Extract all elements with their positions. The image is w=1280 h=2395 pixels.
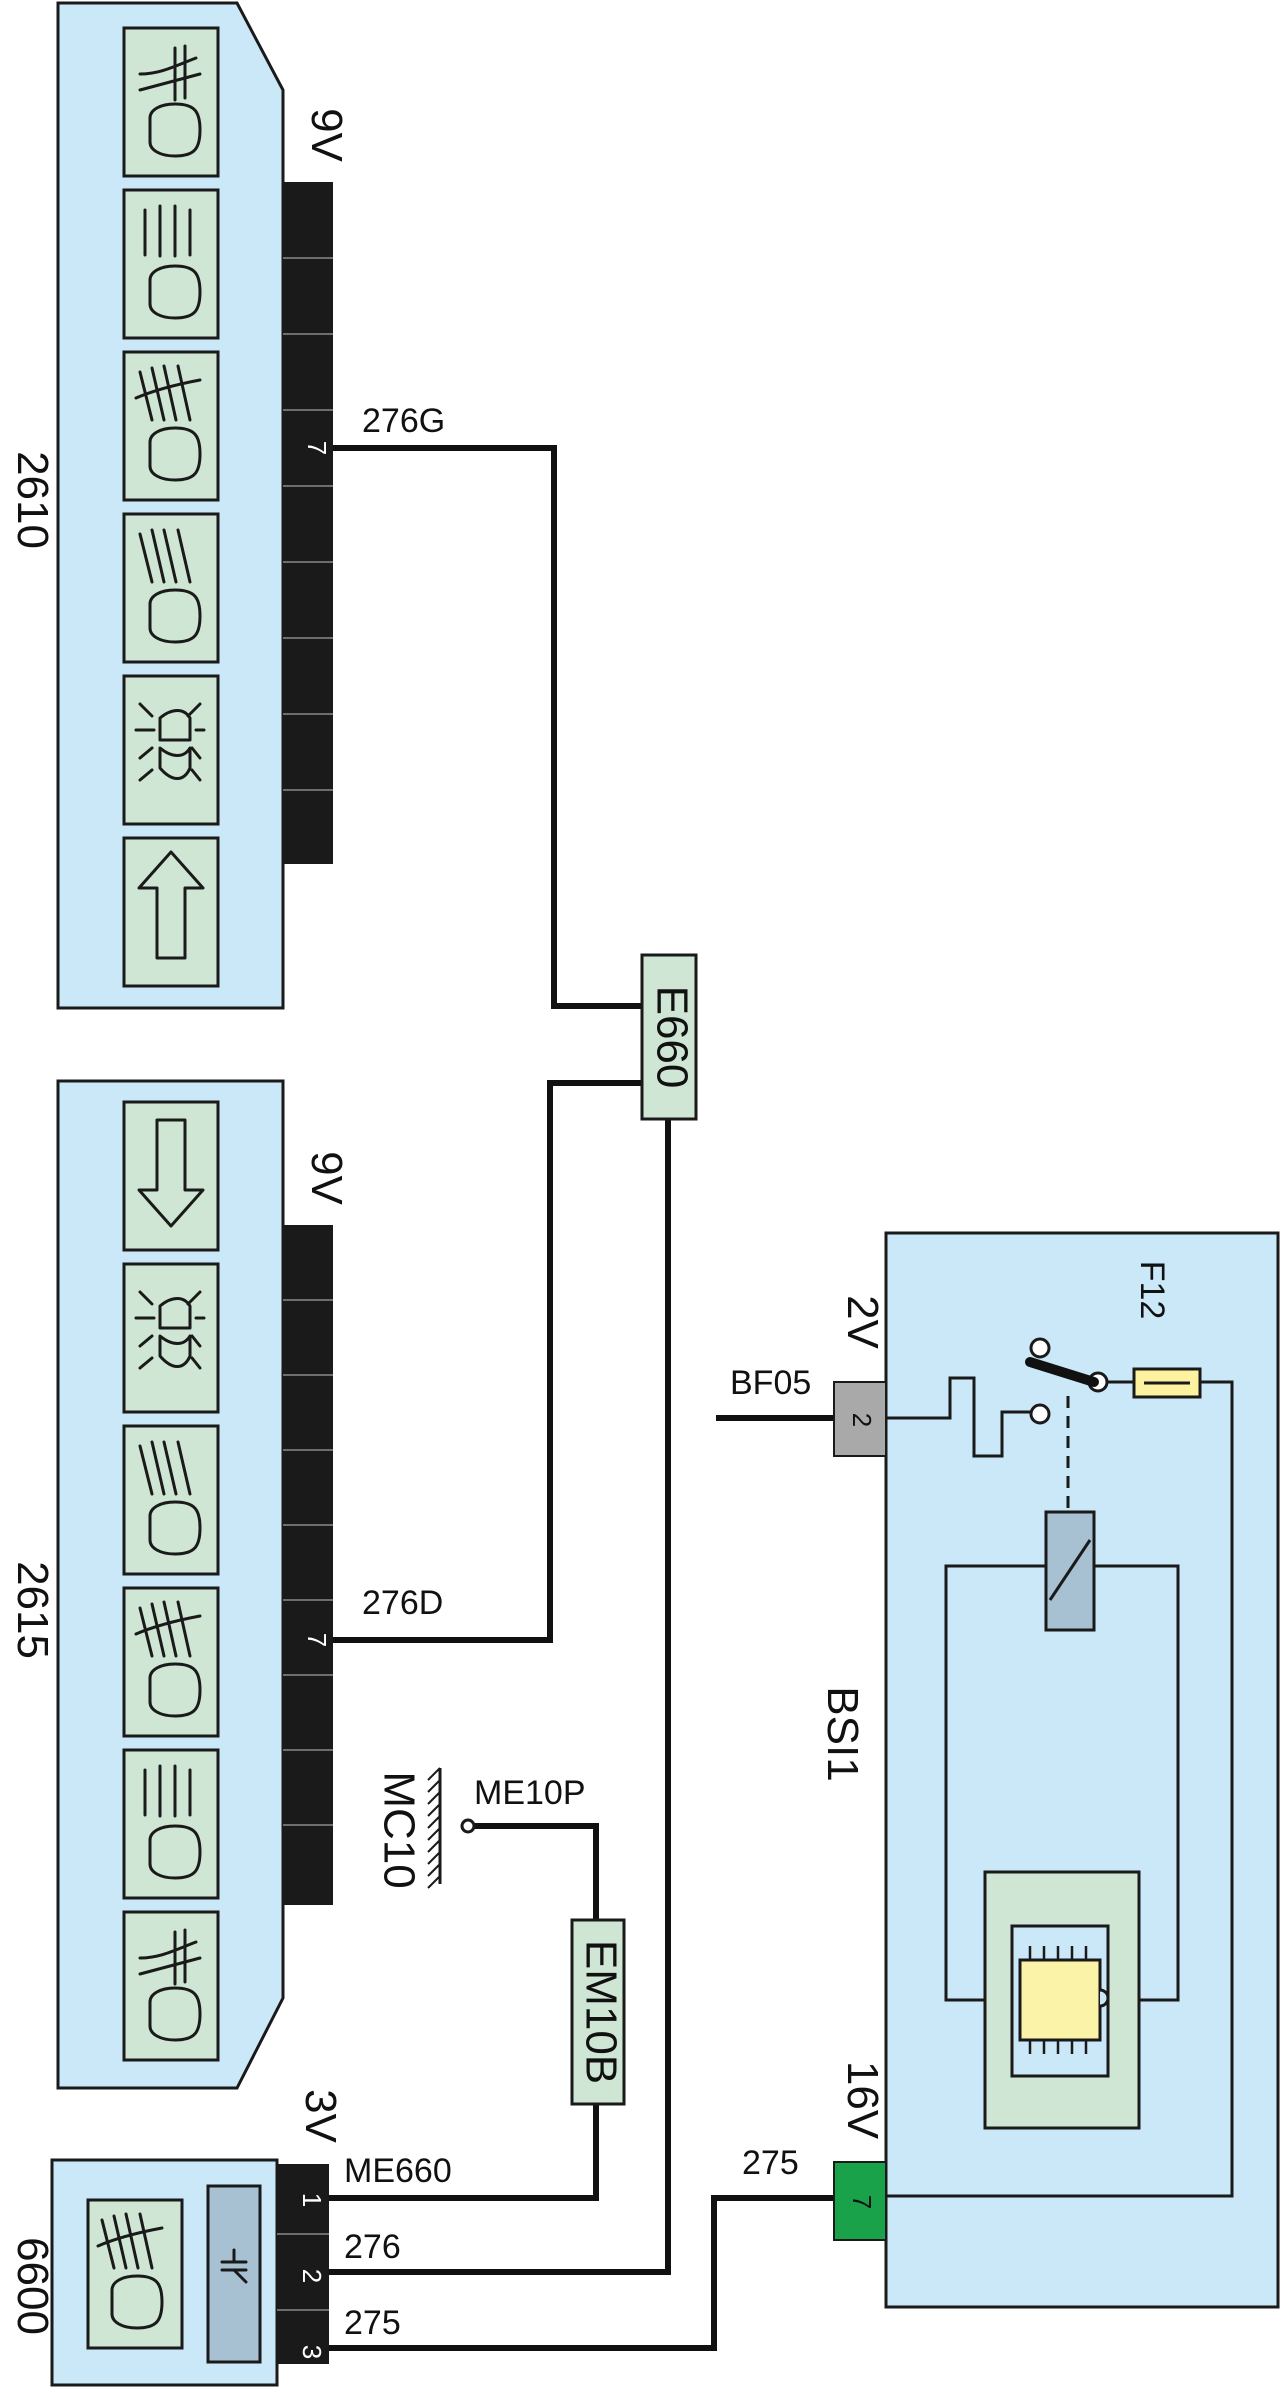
cell-dipped-2610 bbox=[122, 188, 220, 340]
wire-label-276: 276 bbox=[344, 2228, 401, 2266]
component-label-2615: 2615 bbox=[8, 1561, 57, 1659]
bsi-output-trace bbox=[886, 1380, 1234, 2198]
cell-dipped-2615 bbox=[122, 1748, 220, 1900]
headlamp-main-icon bbox=[138, 528, 202, 644]
headlamp-rear-fog-icon bbox=[134, 364, 202, 482]
component-label-BSI1: BSI1 bbox=[818, 1686, 867, 1781]
splice-EM10B: EM10B bbox=[570, 1918, 626, 2106]
connector-2610-9V: 7 bbox=[283, 182, 333, 864]
component-label-6600: 6600 bbox=[8, 2237, 57, 2335]
coil-trace-left bbox=[944, 1564, 1046, 2002]
cell-rear-fog-2615 bbox=[122, 1586, 220, 1738]
wire-ME660 bbox=[329, 2104, 599, 2201]
cell-arrow-up-2610 bbox=[122, 836, 220, 988]
coil-trace-right bbox=[1094, 1564, 1180, 2002]
ground-label-MC10: MC10 bbox=[374, 1771, 423, 1888]
cell-fog-front-2615 bbox=[122, 1910, 220, 2062]
cell-main-2615 bbox=[122, 1424, 220, 1576]
component-2610: 7 9V 2610 bbox=[8, 1, 351, 1010]
pin-2610-7: 7 bbox=[302, 441, 332, 455]
headlamp-dipped-icon bbox=[143, 204, 202, 320]
ground-terminal bbox=[460, 1818, 476, 1834]
cell-fog-front-2610 bbox=[122, 26, 220, 178]
wire-275 bbox=[329, 2195, 834, 2351]
fog-lamp-front-icon bbox=[138, 44, 202, 158]
headlamp-rear-fog-icon bbox=[134, 1600, 202, 1718]
wire-276 bbox=[329, 1118, 671, 2275]
fog-lamp-front-icon bbox=[138, 1928, 202, 2042]
connector-label-bsi-2V: 2V bbox=[838, 1295, 887, 1349]
relay-switch-blade bbox=[1025, 1357, 1099, 1387]
down-arrow-icon bbox=[137, 1118, 205, 1228]
relay-contact-bottom bbox=[1029, 1403, 1051, 1425]
component-2615-panel bbox=[56, 1079, 285, 2090]
connector-label-bsi-16V: 16V bbox=[838, 2061, 887, 2140]
cell-main-2610 bbox=[122, 512, 220, 664]
chip-notch bbox=[1099, 1988, 1110, 2008]
headlamp-main-icon bbox=[138, 1440, 202, 1556]
side-lamp-icon bbox=[134, 1290, 206, 1370]
wire-label-BF05: BF05 bbox=[730, 1364, 811, 1402]
wires bbox=[329, 445, 834, 2351]
connector-6600-3V: 1 2 3 bbox=[277, 2164, 329, 2364]
cell-side-2615 bbox=[122, 1262, 220, 1414]
ground-MC10: MC10 bbox=[374, 1767, 476, 1889]
connector-2615-9V: 7 bbox=[283, 1225, 333, 1905]
splice-label-EM10B: EM10B bbox=[576, 1940, 625, 2084]
component-BSI1: 2 2V 7 16V BSI1 F12 bbox=[818, 1231, 1280, 2309]
wire-label-275-b: 275 bbox=[742, 2144, 799, 2182]
splice-label-E660: E660 bbox=[647, 986, 696, 1089]
wire-276G bbox=[333, 445, 642, 1009]
wire-label-276D: 276D bbox=[362, 1584, 443, 1622]
wire-ME10P bbox=[468, 1823, 599, 1920]
component-2615-cells bbox=[122, 1100, 220, 2062]
wire-label-276G: 276G bbox=[362, 402, 445, 440]
wire-276D bbox=[333, 1080, 642, 1643]
fuse-label: F12 bbox=[1133, 1261, 1171, 1320]
pin-bsi-2: 2 bbox=[847, 1413, 877, 1427]
pin-6600-3: 3 bbox=[297, 2345, 327, 2359]
pin-6600-1: 1 bbox=[297, 2193, 327, 2207]
ground-hatch-icon bbox=[427, 1767, 441, 1889]
switch-6600 bbox=[206, 2184, 262, 2364]
bsi-input-trace bbox=[886, 1376, 1038, 1458]
headlamp-rear-fog-icon bbox=[96, 2212, 164, 2330]
relay-contact-top bbox=[1029, 1337, 1051, 1359]
component-label-2610: 2610 bbox=[8, 451, 57, 549]
switch-contact-icon bbox=[220, 2248, 248, 2284]
cell-side-2610 bbox=[122, 674, 220, 826]
connector-label-2615: 9V bbox=[302, 1151, 351, 1205]
wire-label-ME660: ME660 bbox=[344, 2152, 452, 2190]
pin-6600-2: 2 bbox=[297, 2269, 327, 2283]
cell-arrow-down-2615 bbox=[122, 1100, 220, 1252]
component-2610-cells bbox=[122, 26, 220, 988]
component-2615: 7 9V 2615 bbox=[8, 1079, 351, 2090]
pin-bsi-7: 7 bbox=[847, 2195, 877, 2209]
headlamp-dipped-icon bbox=[143, 1764, 202, 1880]
connector-label-6600: 3V bbox=[296, 2089, 345, 2143]
relay-coil-diagonal bbox=[1048, 1539, 1092, 1601]
connector-label-2610: 9V bbox=[302, 108, 351, 162]
pin-2615-7: 7 bbox=[302, 1633, 332, 1647]
connector-bsi-16V bbox=[833, 2161, 887, 2241]
wire-label-ME10P: ME10P bbox=[474, 1774, 586, 1812]
cell-rear-fog-2610 bbox=[122, 350, 220, 502]
wire-label-275-a: 275 bbox=[344, 2304, 401, 2342]
side-lamp-icon bbox=[134, 702, 206, 782]
splice-E660: E660 bbox=[640, 953, 698, 1121]
component-6600: 1 2 3 3V 6600 bbox=[8, 2089, 345, 2387]
chip-pins-icon bbox=[1028, 1946, 1088, 2054]
chip-icon bbox=[1018, 1958, 1102, 2042]
up-arrow-icon bbox=[137, 850, 205, 960]
